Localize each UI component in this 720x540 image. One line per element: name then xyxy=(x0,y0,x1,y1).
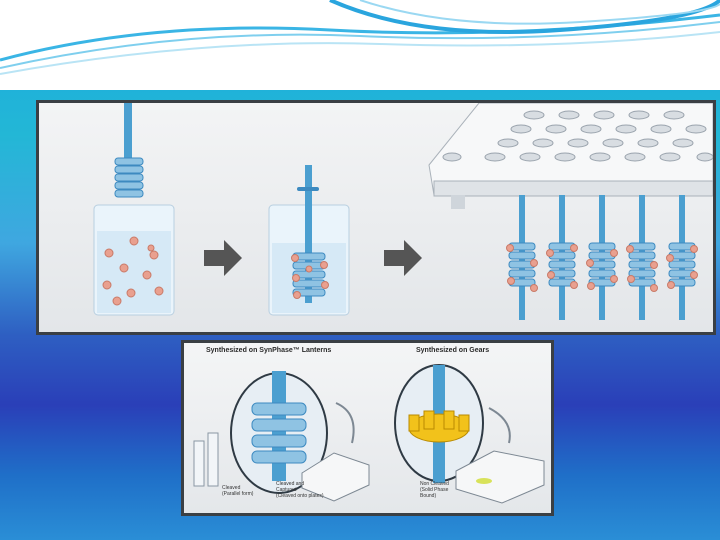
note-line: Bound) xyxy=(420,493,437,499)
right-caption: Synthesized on Gears xyxy=(416,347,490,354)
comparison-panel: Synthesized on SynPhase™ Lanterns Synthe… xyxy=(181,340,554,516)
note-cleaved: Cleaved (Parallel form) xyxy=(222,485,282,497)
beaker-with-lantern xyxy=(268,165,350,316)
arrow-right-icon xyxy=(384,240,422,276)
process-diagram-panel xyxy=(36,100,716,335)
beaker-with-beads xyxy=(93,204,175,316)
note-line: (Solid Phase xyxy=(420,487,449,493)
left-caption: Synthesized on SynPhase™ Lanterns xyxy=(206,347,332,354)
arrow-right-icon xyxy=(204,240,242,276)
note-line: Cleaved and xyxy=(276,481,305,487)
lantern-rod-1 xyxy=(114,103,144,198)
lantern-pins xyxy=(506,195,698,320)
note-line: (Cleaved onto plates) xyxy=(276,493,324,499)
comparison-illustration xyxy=(193,364,545,504)
microplate xyxy=(428,103,713,209)
note-line: Non Cleaved xyxy=(420,481,449,487)
slide-header xyxy=(0,0,720,90)
note-line: Cleaved xyxy=(222,485,241,491)
header-waves xyxy=(0,0,720,75)
process-illustration xyxy=(93,103,713,320)
note-non-cleaved: Non Cleaved (Solid Phase Bound) xyxy=(420,481,480,499)
note-cleaved-captured: Cleaved and Captured (Cleaved onto plate… xyxy=(276,481,336,499)
note-line: Captured xyxy=(276,487,297,493)
note-line: (Parallel form) xyxy=(222,491,254,497)
